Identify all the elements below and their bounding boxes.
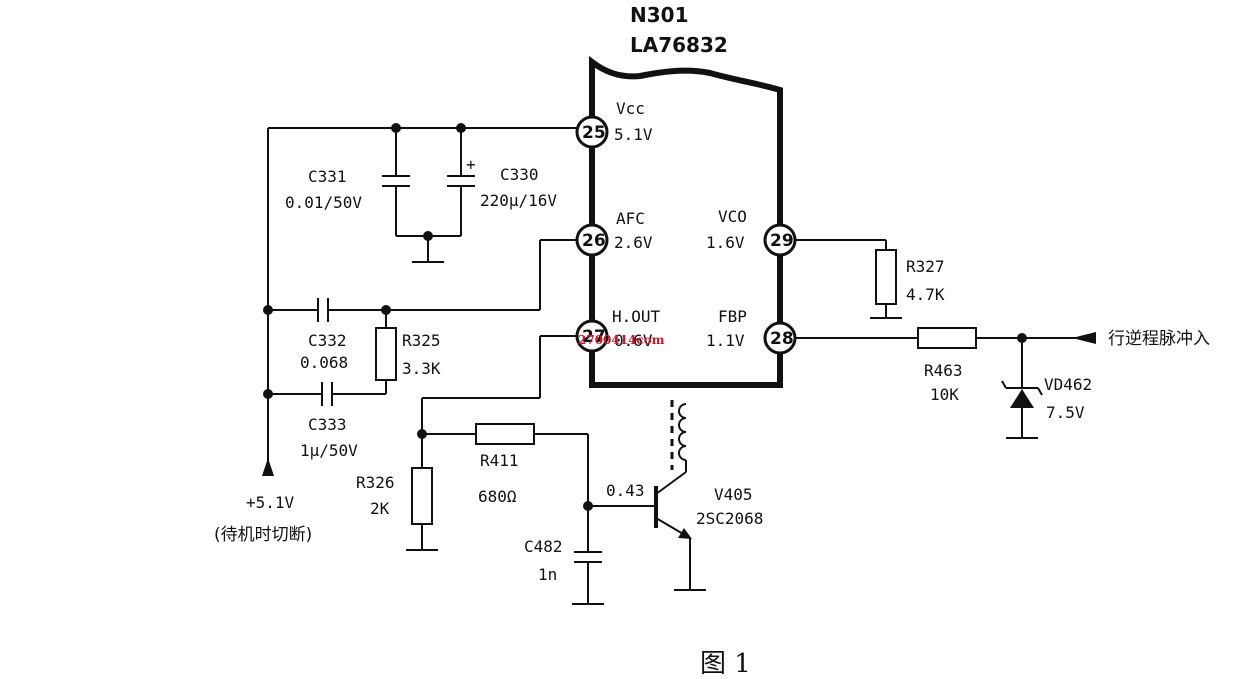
c482-value: 1n: [538, 565, 557, 584]
ic-pin-27: 27: [575, 319, 609, 353]
pin-number: 26: [582, 231, 606, 251]
r463-value: 10K: [930, 385, 959, 404]
pin-number: 28: [770, 329, 794, 349]
pin-voltage: 1.6V: [706, 233, 745, 252]
pin-number: 27: [582, 327, 606, 347]
pin-number: 25: [582, 123, 606, 143]
r411-ref: R411: [480, 451, 519, 470]
capacitor-c332: [317, 298, 329, 322]
capacitor-c333: [321, 382, 333, 406]
figure-caption: 图 1: [700, 649, 751, 679]
c330-value: 220μ/16V: [480, 191, 557, 210]
v405-value: 2SC2068: [696, 509, 763, 528]
ic-pin-28: 28: [763, 321, 797, 355]
pin-voltage: 5.1V: [614, 125, 653, 144]
capacitor-c331: [382, 128, 410, 236]
input-arrow: [1072, 332, 1096, 344]
pin-name: AFC: [616, 209, 645, 228]
resistor-r326: [411, 467, 433, 525]
pin-voltage: 0.6V: [614, 331, 653, 350]
transistor-v405: [588, 471, 706, 591]
pin-name: VCO: [718, 207, 747, 226]
pin-number: 29: [770, 231, 794, 251]
ic-body: [589, 55, 783, 388]
junction-dot: [263, 305, 273, 315]
r325-value: 3.3K: [402, 359, 441, 378]
capacitor-c330: [447, 128, 475, 236]
zener-diode-vd462: [1001, 338, 1043, 439]
vd462-ref: VD462: [1044, 375, 1092, 394]
supply-arrow: [262, 458, 274, 476]
r411-value: 680Ω: [478, 487, 517, 506]
resistor-r463: [917, 327, 977, 349]
ic-designator: N301: [630, 3, 689, 27]
junction-dot: [263, 389, 273, 399]
vd462-value: 7.5V: [1046, 403, 1085, 422]
c482-ref: C482: [524, 537, 563, 556]
ic-pin-26: 26: [575, 223, 609, 257]
v405-ref: V405: [714, 485, 753, 504]
v405-base-voltage: 0.43: [606, 481, 645, 500]
pin-name: Vcc: [616, 99, 645, 118]
pin-name: H.OUT: [612, 307, 661, 326]
supply-voltage: +5.1V: [246, 493, 295, 512]
r326-ref: R326: [356, 473, 395, 492]
c332-ref: C332: [308, 331, 347, 350]
ic-part-number: LA76832: [630, 33, 728, 57]
c333-value: 1μ/50V: [300, 441, 358, 460]
pin-name: FBP: [718, 307, 747, 326]
resistor-r411: [475, 423, 535, 445]
c331-value: 0.01/50V: [285, 193, 362, 212]
ic-pin-29: 29: [763, 223, 797, 257]
drive-transformer-coil: [670, 400, 687, 472]
supply-note: (待机时切断): [214, 525, 312, 545]
capacitor-c482: [572, 551, 604, 605]
watermark: 2700414com: [578, 333, 665, 347]
r327-value: 4.7K: [906, 285, 945, 304]
c331-ref: C331: [308, 167, 347, 186]
c330-polarity: +: [466, 155, 476, 174]
r326-value: 2K: [370, 499, 390, 518]
pin-voltage: 1.1V: [706, 331, 745, 350]
r463-ref: R463: [924, 361, 963, 380]
c333-ref: C333: [308, 415, 347, 434]
r327-ref: R327: [906, 257, 945, 276]
resistor-r327: [875, 249, 897, 305]
flyback-input-label: 行逆程脉冲入: [1108, 329, 1210, 349]
c330-ref: C330: [500, 165, 539, 184]
r325-ref: R325: [402, 331, 441, 350]
c332-value: 0.068: [300, 353, 348, 372]
ic-pin-25: 25: [575, 115, 609, 149]
resistor-r325: [375, 327, 397, 381]
pin-voltage: 2.6V: [614, 233, 653, 252]
